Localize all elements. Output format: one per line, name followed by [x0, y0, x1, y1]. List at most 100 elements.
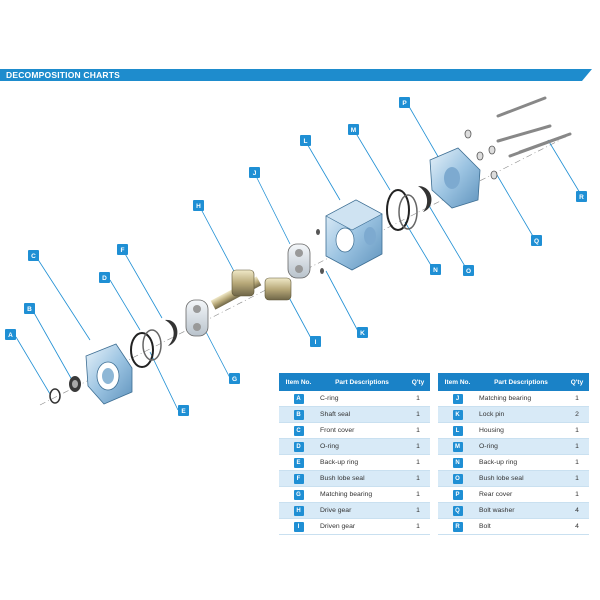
svg-text:D: D: [102, 275, 107, 282]
qty-cell: 1: [406, 406, 430, 423]
qty-cell: 4: [565, 502, 589, 519]
callout-q: Q: [531, 235, 542, 246]
header-banner: [0, 69, 582, 81]
part-k-lock-pin: [316, 229, 324, 274]
item-badge: C: [293, 425, 304, 436]
item-no-cell: Q: [438, 502, 477, 519]
item-badge: J: [452, 393, 463, 404]
item-no-cell: P: [438, 486, 477, 503]
qty-cell: 1: [406, 438, 430, 455]
part-description-cell: Bolt: [477, 518, 565, 535]
item-no-cell: J: [438, 391, 477, 407]
svg-text:O: O: [466, 268, 471, 275]
item-badge: R: [452, 521, 463, 532]
qty-cell: 1: [565, 438, 589, 455]
part-description-cell: Bush lobe seal: [477, 470, 565, 487]
item-badge: L: [452, 425, 463, 436]
item-no-cell: D: [279, 438, 318, 455]
part-description-cell: Drive gear: [318, 502, 406, 519]
svg-text:N: N: [433, 267, 438, 274]
part-b-shaft-seal: [69, 376, 81, 392]
item-badge: H: [293, 505, 304, 516]
callout-b: B: [24, 303, 35, 314]
part-description-cell: Rear cover: [477, 486, 565, 503]
callout-e: E: [178, 405, 189, 416]
leader-lines: [15, 102, 581, 411]
svg-text:M: M: [351, 127, 356, 134]
part-a-c-ring: [49, 388, 61, 404]
item-no-cell: O: [438, 470, 477, 487]
part-g-matching-bearing: [185, 299, 209, 337]
part-description-cell: Matching bearing: [477, 391, 565, 407]
qty-cell: 2: [565, 406, 589, 423]
qty-cell: 1: [565, 486, 589, 503]
part-n-back-up-ring: [398, 194, 418, 230]
svg-text:R: R: [579, 194, 584, 201]
callout-r: R: [576, 191, 587, 202]
svg-text:J: J: [253, 170, 257, 177]
item-badge: I: [293, 521, 304, 532]
item-no-cell: G: [279, 486, 318, 503]
callout-i: I: [310, 336, 321, 347]
part-o-bush-lobe-seal: [418, 186, 432, 212]
col-qty: Q'ty: [406, 373, 430, 391]
svg-text:B: B: [27, 306, 32, 313]
item-badge: P: [452, 489, 463, 500]
part-description-cell: Front cover: [318, 422, 406, 439]
item-badge: E: [293, 457, 304, 468]
callout-h: H: [193, 200, 204, 211]
item-no-cell: B: [279, 406, 318, 423]
part-c-front-cover: [85, 343, 133, 405]
callout-m: M: [348, 124, 359, 135]
qty-cell: 1: [565, 454, 589, 471]
qty-cell: 1: [406, 391, 430, 407]
svg-text:G: G: [232, 376, 237, 383]
svg-text:H: H: [196, 203, 201, 210]
callout-a: A: [5, 329, 16, 340]
qty-cell: 1: [406, 454, 430, 471]
svg-text:E: E: [181, 408, 186, 415]
part-description-cell: Shaft seal: [318, 406, 406, 423]
item-no-cell: K: [438, 406, 477, 423]
svg-text:A: A: [8, 332, 13, 339]
part-f-bush-lobe-seal: [165, 319, 178, 346]
qty-cell: 1: [406, 486, 430, 503]
callout-f: F: [117, 244, 128, 255]
part-description-cell: O-ring: [477, 438, 565, 455]
item-badge: D: [293, 441, 304, 452]
callout-g: G: [229, 373, 240, 384]
part-q-bolt-washers: [464, 129, 498, 180]
part-j-matching-bearing: [287, 243, 311, 279]
callout-p: P: [399, 97, 410, 108]
svg-text:I: I: [315, 339, 317, 346]
qty-cell: 1: [565, 470, 589, 487]
part-description-cell: Lock pin: [477, 406, 565, 423]
col-item-no: Item No.: [279, 373, 318, 391]
callout-o: O: [463, 265, 474, 276]
svg-text:L: L: [304, 138, 308, 145]
col-item-no: Item No.: [438, 373, 477, 391]
qty-cell: 1: [406, 422, 430, 439]
part-m-o-ring: [386, 189, 410, 231]
col-part-descriptions: Part Descriptions: [318, 373, 406, 391]
qty-cell: 1: [565, 391, 589, 407]
callout-d: D: [99, 272, 110, 283]
qty-cell: 1: [406, 502, 430, 519]
qty-cell: 4: [565, 518, 589, 535]
part-description-cell: Back-up ring: [477, 454, 565, 471]
col-part-descriptions: Part Descriptions: [477, 373, 565, 391]
